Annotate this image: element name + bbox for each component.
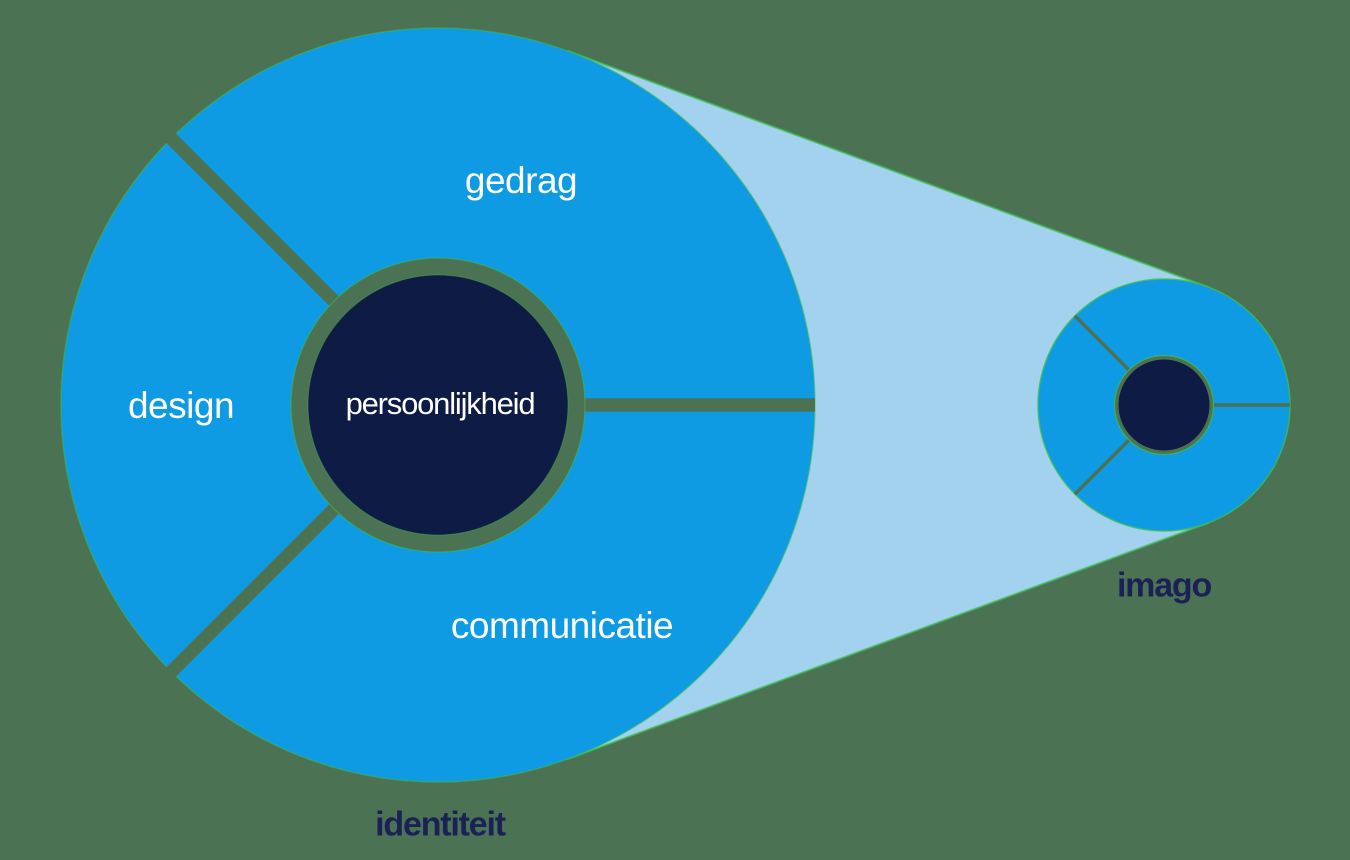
identity-core-circle [307, 274, 569, 536]
segment-label-gedrag: gedrag [464, 160, 578, 201]
caption-imago: imago [1116, 566, 1212, 605]
caption-identiteit: identiteit [375, 805, 506, 844]
segment-label-communicatie: communicatie [450, 605, 674, 646]
imago-core-circle [1118, 359, 1210, 451]
segment-label-design: design [127, 385, 235, 426]
core-label-persoonlijkheid: persoonlijkheid [345, 386, 536, 421]
